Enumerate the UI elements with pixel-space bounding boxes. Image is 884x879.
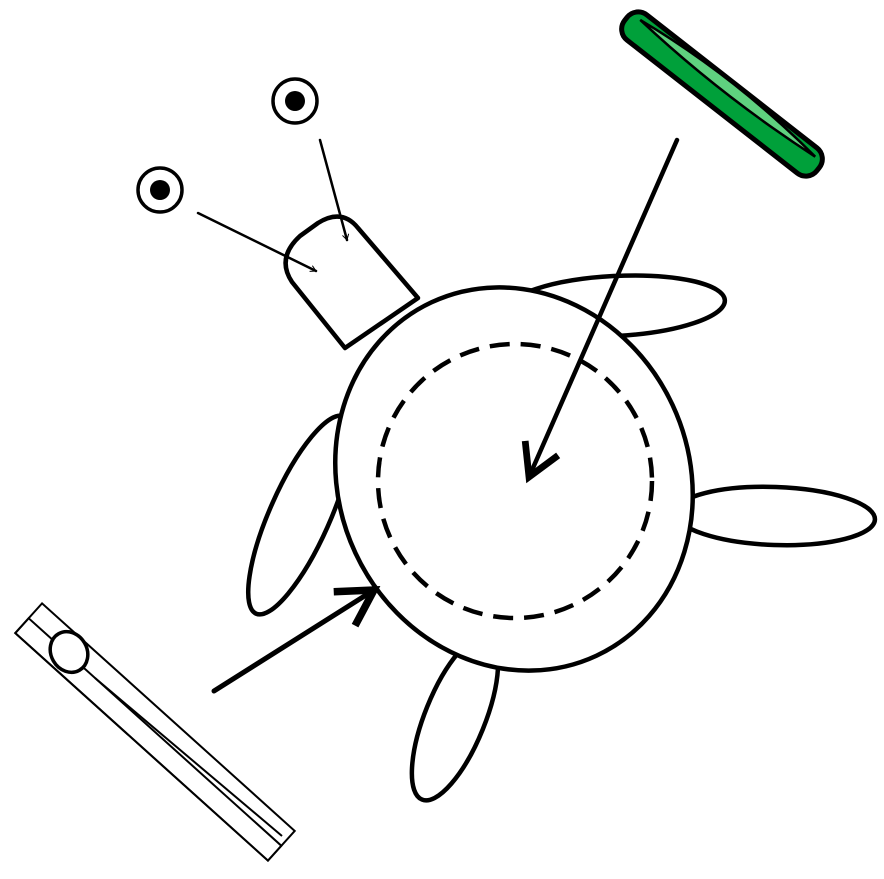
eye-left xyxy=(138,168,182,212)
bottle-cap xyxy=(616,6,828,181)
cap-rim-highlight xyxy=(637,14,819,160)
clothespin-slit xyxy=(95,678,282,836)
clothespin xyxy=(15,603,294,860)
eye-right xyxy=(273,79,317,123)
pupil xyxy=(285,91,305,111)
bottle-cap-icon xyxy=(616,6,828,181)
pupil xyxy=(150,180,170,200)
flipper-right xyxy=(674,484,876,549)
arrow-clothespin xyxy=(214,590,374,691)
